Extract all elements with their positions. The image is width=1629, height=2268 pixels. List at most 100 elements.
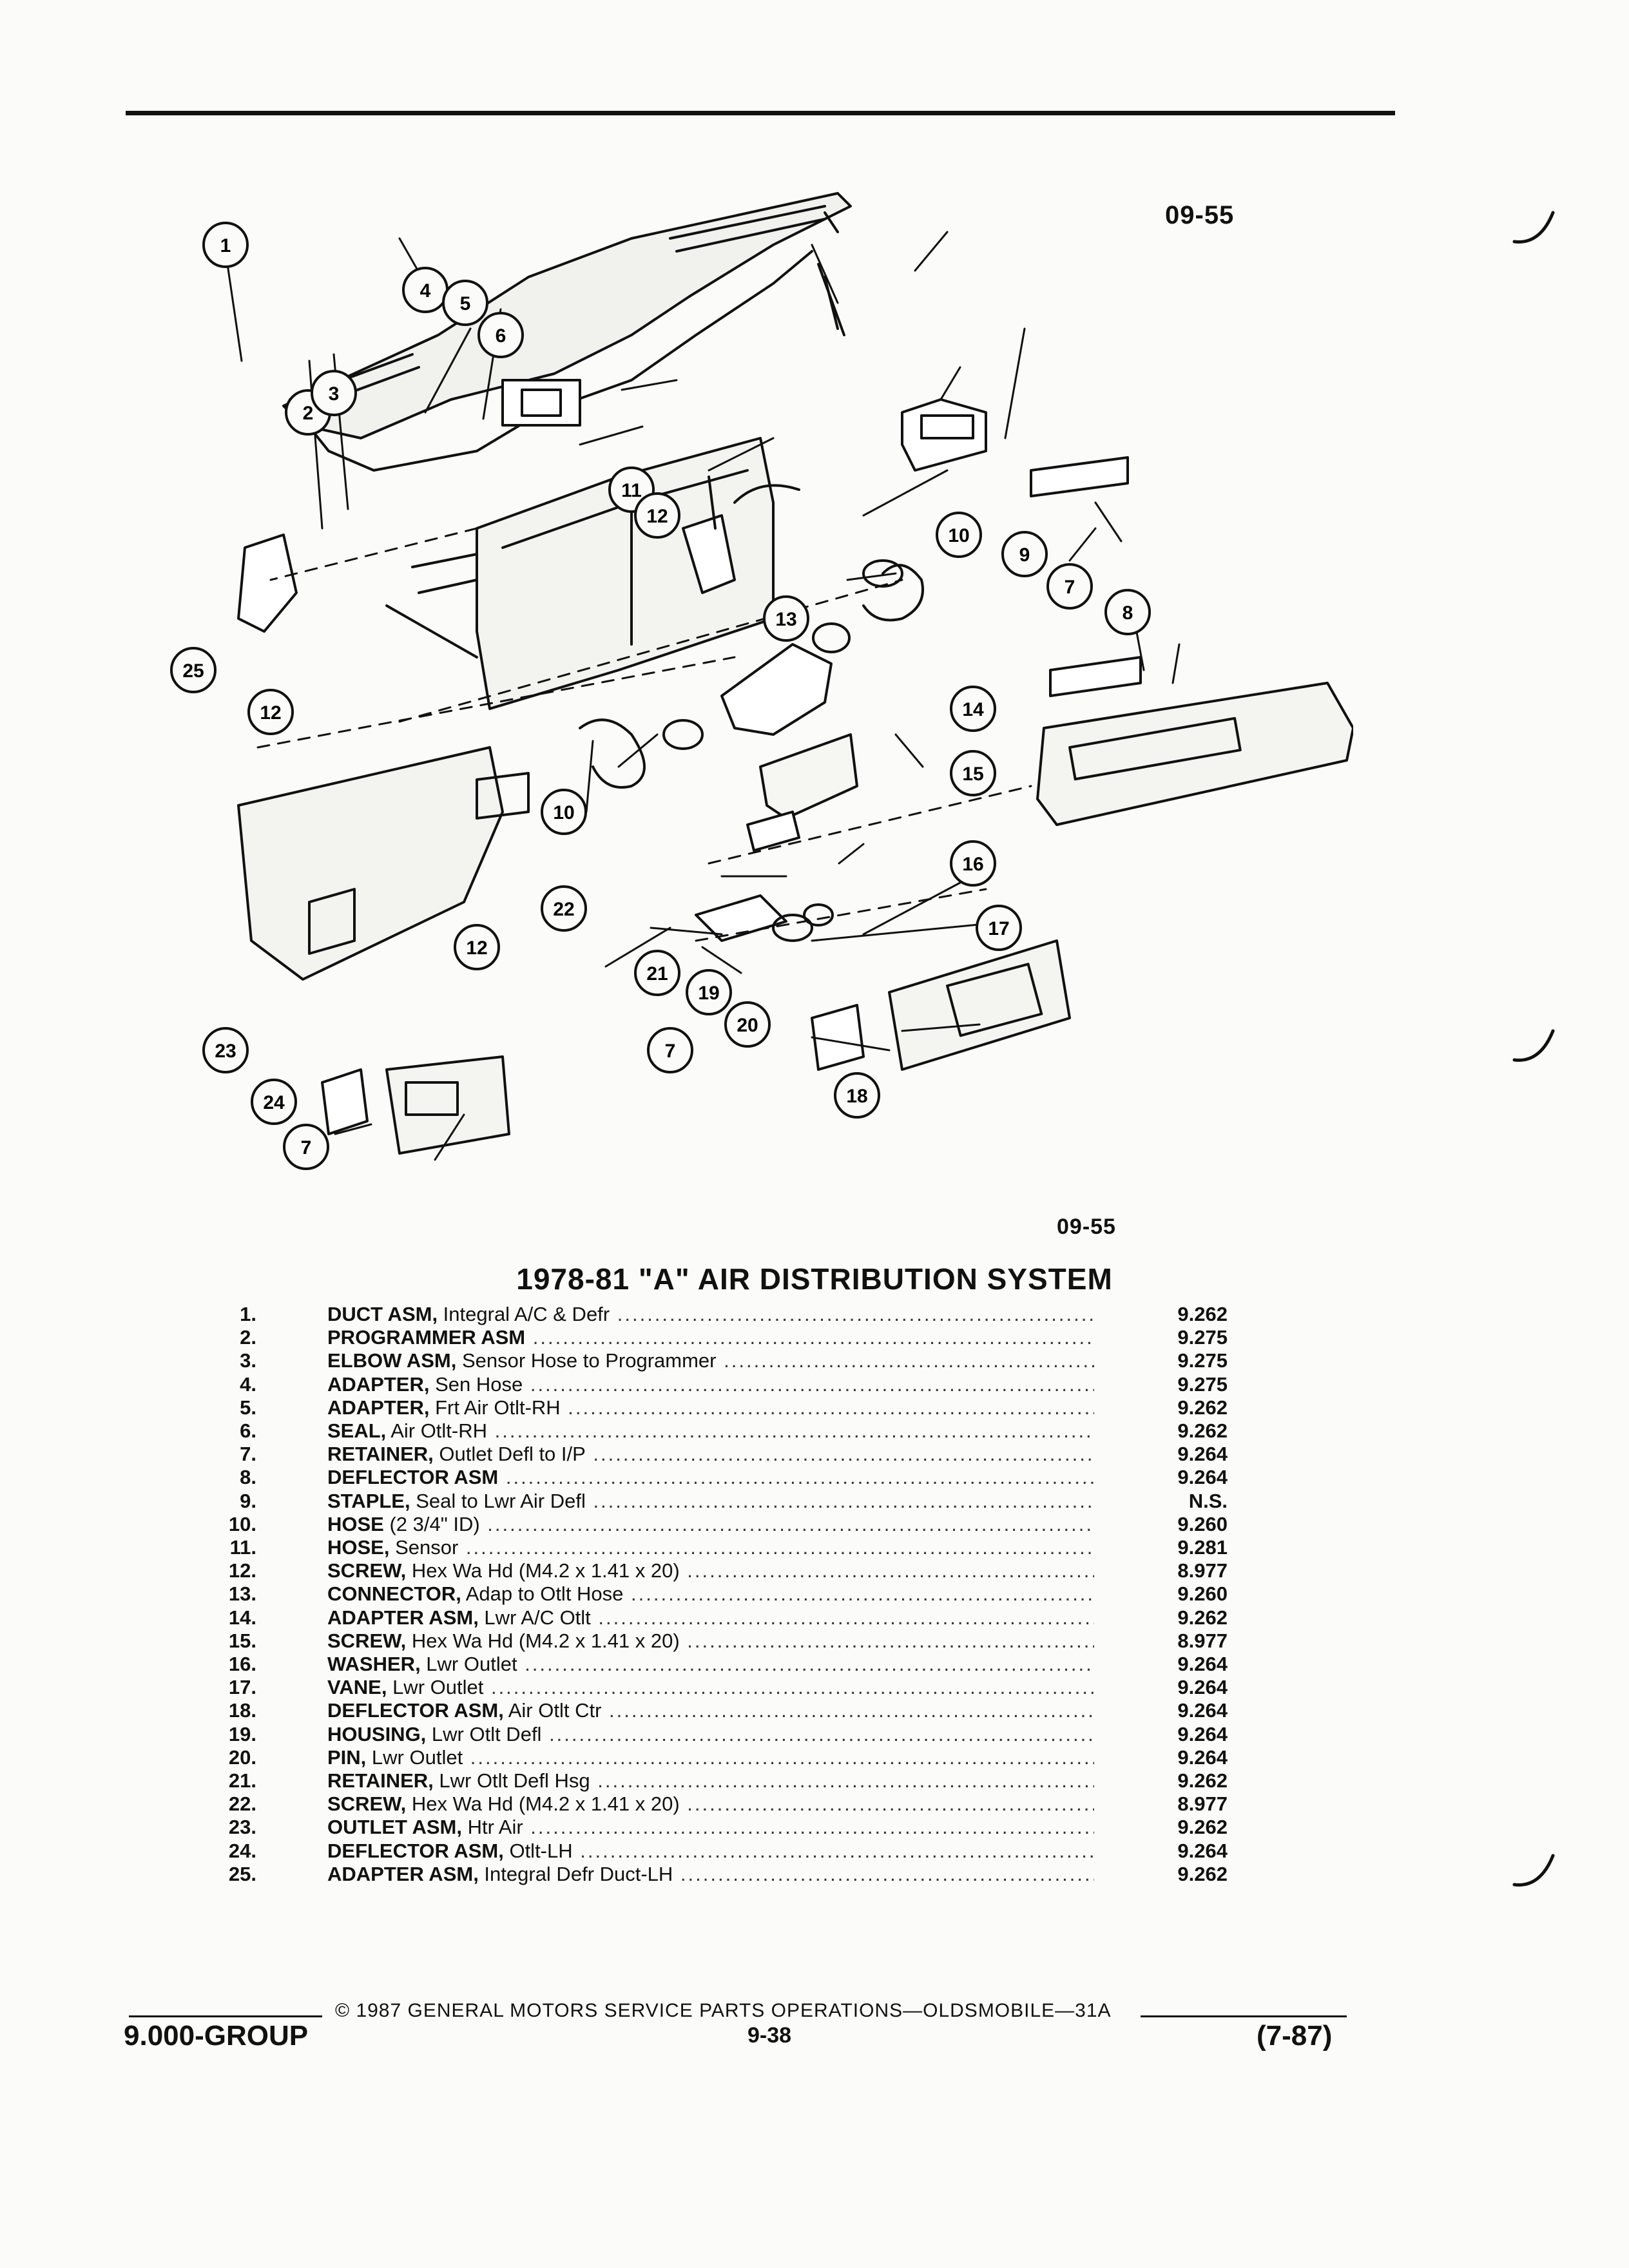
- callout-12: 12: [634, 492, 680, 539]
- callout-22: 22: [541, 885, 587, 932]
- part-description: STAPLE, Seal to Lwr Air Defl ...........…: [327, 1490, 1094, 1513]
- part-group-ref: N.S.: [1188, 1489, 1228, 1512]
- callout-17: 17: [976, 905, 1022, 951]
- binder-tick-mark-3: [1512, 1854, 1555, 1887]
- part-number: 13.: [228, 1582, 256, 1606]
- part-number: 4.: [240, 1372, 256, 1396]
- svg-text:10: 10: [553, 802, 574, 823]
- svg-text:24: 24: [263, 1092, 285, 1113]
- svg-text:13: 13: [775, 609, 796, 630]
- leader-dots: ........................................…: [568, 1396, 1094, 1419]
- part-number: 2.: [240, 1326, 256, 1349]
- callout-1: 1: [202, 222, 249, 268]
- part-description: HOSE, Sensor ...........................…: [327, 1536, 1094, 1559]
- parts-list-row: 2. PROGRAMMER ASM .......................…: [0, 1326, 1629, 1349]
- callout-19: 19: [686, 969, 732, 1015]
- lh-outlet-drawing: [385, 1055, 510, 1155]
- svg-text:23: 23: [215, 1041, 236, 1062]
- svg-text:7: 7: [665, 1041, 676, 1062]
- leader-dots: ........................................…: [593, 1443, 1094, 1466]
- part-group-ref: 9.262: [1177, 1816, 1228, 1839]
- part-name: ADAPTER ASM,: [327, 1862, 479, 1885]
- part-description: ADAPTER ASM, Lwr A/C Otlt ..............…: [327, 1606, 1094, 1629]
- parts-list-row: 4.ADAPTER, Sen Hose ....................…: [0, 1373, 1629, 1396]
- part-number: 24.: [228, 1839, 256, 1862]
- seal-drawing: [1030, 456, 1129, 497]
- svg-text:18: 18: [846, 1086, 867, 1107]
- callout-12: 12: [454, 924, 500, 970]
- part-number: 19.: [228, 1722, 256, 1745]
- svg-text:12: 12: [260, 702, 281, 724]
- part-description: HOSE (2 3/4" ID) .......................…: [327, 1513, 1094, 1536]
- callout-3: 3: [311, 370, 357, 416]
- part-detail: Sensor Hose to Programmer: [456, 1349, 717, 1372]
- part-description: ADAPTER, Frt Air Otlt-RH ...............…: [327, 1396, 1094, 1419]
- part-group-ref: 9.260: [1177, 1582, 1228, 1606]
- part-number: 17.: [228, 1676, 256, 1699]
- leader-dots: ........................................…: [505, 1466, 1094, 1489]
- svg-text:17: 17: [988, 918, 1009, 939]
- lower-ac-adapter-drawing: [720, 643, 833, 736]
- svg-text:9: 9: [1019, 544, 1030, 566]
- part-group-ref: 8.977: [1177, 1629, 1228, 1652]
- part-description: DEFLECTOR ASM, Otlt-LH .................…: [327, 1840, 1094, 1863]
- part-number: 18.: [228, 1699, 256, 1722]
- figure-code-bottom: 09-55: [1057, 1215, 1116, 1239]
- parts-list-row: 9. STAPLE, Seal to Lwr Air Defl .........…: [0, 1490, 1629, 1513]
- svg-text:6: 6: [496, 325, 506, 347]
- lower-outlet-housing-drawing: [695, 894, 787, 942]
- part-group-ref: 9.281: [1177, 1536, 1228, 1559]
- parts-list-row: 3. ELBOW ASM, Sensor Hose to Programmer .…: [0, 1349, 1629, 1372]
- part-group-ref: 9.264: [1177, 1466, 1228, 1489]
- svg-text:3: 3: [329, 383, 340, 405]
- callout-21: 21: [634, 950, 680, 996]
- svg-text:11: 11: [621, 480, 642, 501]
- part-name: ADAPTER,: [327, 1372, 430, 1396]
- part-detail: Htr Air: [461, 1816, 523, 1839]
- parts-list-row: 22.SCREW, Hex Wa Hd (M4.2 x 1.41 x 20) .…: [0, 1792, 1629, 1816]
- leader-dots: ........................................…: [530, 1816, 1094, 1839]
- svg-text:15: 15: [962, 764, 983, 785]
- part-description: PROGRAMMER ASM .........................…: [327, 1326, 1094, 1349]
- copyright-notice: © 1987 GENERAL MOTORS SERVICE PARTS OPER…: [335, 2000, 1112, 2021]
- part-detail: Hex Wa Hd (M4.2 x 1.41 x 20): [406, 1629, 680, 1652]
- binder-tick-mark-2: [1512, 1029, 1555, 1062]
- callout-20: 20: [724, 1001, 771, 1048]
- parts-list-row: 19.HOUSING, Lwr Otlt Defl ..............…: [0, 1723, 1629, 1746]
- leader-dots: ........................................…: [494, 1419, 1094, 1442]
- part-group-ref: 8.977: [1177, 1792, 1228, 1816]
- callout-13: 13: [763, 595, 809, 642]
- part-number: 1.: [240, 1303, 256, 1325]
- callout-6: 6: [477, 312, 524, 358]
- part-description: SEAL, Air Otlt-RH ......................…: [327, 1419, 1094, 1443]
- part-name: SCREW,: [327, 1629, 407, 1652]
- parts-list-row: 10. HOSE (2 3/4" ID) ....................…: [0, 1513, 1629, 1536]
- leader-dots: ........................................…: [530, 1372, 1094, 1396]
- part-number: 9.: [240, 1489, 256, 1512]
- leader-dots: ........................................…: [687, 1559, 1094, 1582]
- revision-date: (7-87): [1257, 2020, 1333, 2052]
- part-name: ELBOW ASM,: [327, 1349, 457, 1372]
- part-number: 3.: [240, 1349, 256, 1372]
- duct-assembly-drawing: [282, 192, 852, 439]
- parts-list-row: 7.RETAINER, Outlet Defl to I/P .........…: [0, 1443, 1629, 1466]
- part-number: 10.: [228, 1512, 256, 1535]
- svg-text:21: 21: [646, 963, 668, 985]
- part-detail: Sensor: [389, 1536, 459, 1559]
- part-description: SCREW, Hex Wa Hd (M4.2 x 1.41 x 20) ....…: [327, 1629, 1094, 1653]
- page-number: 9-38: [747, 2023, 792, 2048]
- leader-dots: ........................................…: [532, 1326, 1094, 1349]
- page-title: 1978-81 "A" AIR DISTRIBUTION SYSTEM: [516, 1262, 1113, 1296]
- svg-text:2: 2: [303, 403, 314, 424]
- svg-text:22: 22: [553, 899, 574, 920]
- deflector-panel-drawing: [1036, 682, 1353, 826]
- part-detail: Air Otlt-RH: [386, 1419, 488, 1442]
- part-group-ref: 9.262: [1177, 1419, 1228, 1442]
- part-number: 5.: [240, 1396, 256, 1419]
- part-number: 16.: [228, 1653, 256, 1675]
- part-name: PIN,: [327, 1745, 367, 1769]
- part-group-ref: 9.262: [1177, 1862, 1228, 1885]
- part-description: CONNECTOR, Adap to Otlt Hose ...........…: [327, 1582, 1094, 1606]
- sensor-hose-drawing: [733, 484, 800, 504]
- part-description: ELBOW ASM, Sensor Hose to Programmer ...…: [327, 1349, 1094, 1372]
